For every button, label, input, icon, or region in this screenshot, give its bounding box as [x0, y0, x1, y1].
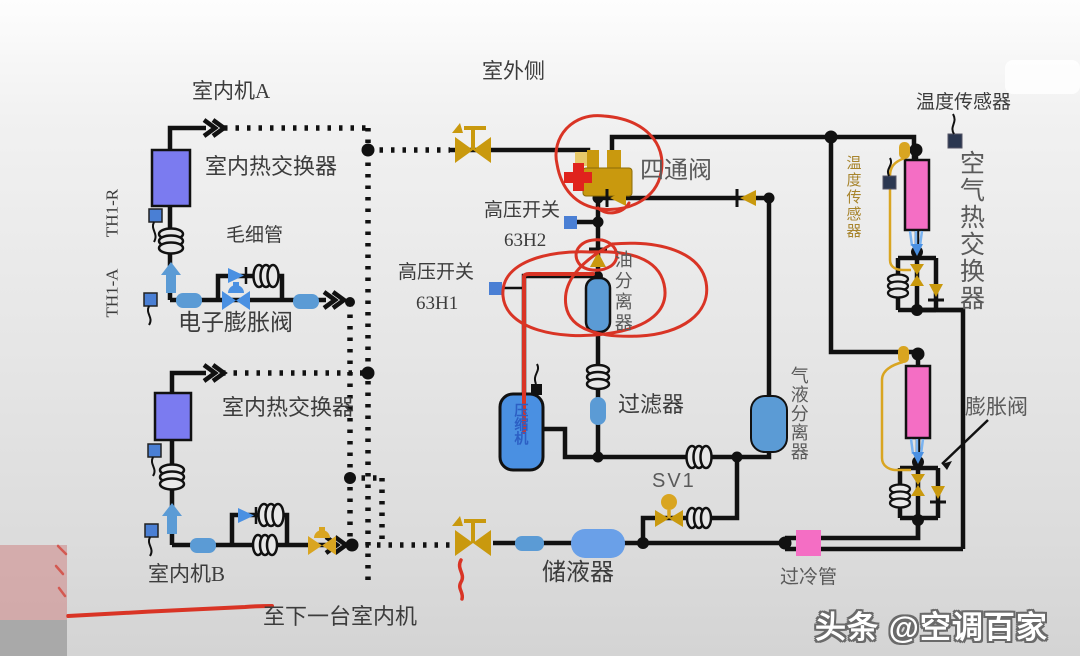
- air-heat-exchanger-2: [898, 346, 932, 464]
- label-four-way-valve: 四通阀: [640, 158, 712, 184]
- hx2-expansion-valve-icon: [911, 474, 925, 496]
- gray-corner-block: [0, 620, 67, 656]
- label-indoor-hx-a: 室内热交换器: [205, 154, 338, 179]
- check-valve-left-1-icon: [605, 189, 626, 207]
- capillary-coil-b-icon: [158, 463, 186, 491]
- air-heat-exchanger-1: [899, 142, 931, 256]
- label-indoor-hx-b: 室内热交换器: [222, 395, 355, 420]
- hp-switch-63h1-sensor-icon: [489, 282, 502, 295]
- main-coil-b-icon: [251, 533, 279, 557]
- label-oil-separator: 油分离器: [612, 250, 633, 334]
- check-valve-bypass-a-icon: [228, 267, 248, 284]
- annotation-scribble-oil-separator: [501, 238, 709, 338]
- th1-a-sensor-icon: [143, 292, 158, 326]
- sensor-b1-icon: [147, 443, 162, 477]
- label-temp-sensor-side: 温度传感器: [844, 155, 861, 240]
- sv1-solenoid-valve-icon: [655, 494, 683, 527]
- flow-up-arrow-a-icon: [161, 262, 181, 293]
- filter-pill: [590, 397, 606, 425]
- suction-coil-icon: [685, 444, 713, 470]
- label-hp-switch-2: 高压开关: [484, 200, 561, 221]
- four-way-valve-cross-mark: [564, 163, 592, 191]
- label-indoor-unit-a: 室内机A: [192, 79, 271, 103]
- watermark: 头条 @空调百家: [815, 610, 1048, 645]
- label-gas-liquid-separator: 气液分离器: [788, 366, 809, 461]
- label-filter: 过滤器: [618, 392, 685, 417]
- flare-pill-b: [190, 538, 216, 553]
- pointer-arrowhead: [942, 461, 952, 470]
- label-th1-r: TH1-R: [102, 188, 122, 238]
- label-outdoor-side: 室外侧: [482, 59, 545, 83]
- label-capillary: 毛细管: [226, 225, 284, 246]
- annotations: [54, 114, 709, 618]
- label-air-heat-exchanger: 空气热交换器: [956, 150, 984, 312]
- pink-corner-overlay: [0, 545, 67, 620]
- hx2-coil-icon: [888, 483, 912, 509]
- th1-r-sensor-icon: [148, 208, 163, 243]
- label-sv1: SV1: [652, 470, 696, 492]
- hx1-expansion-valve-icon: [910, 264, 924, 286]
- label-compressor: 压缩机: [512, 403, 528, 445]
- four-way-valve-icon: [575, 150, 633, 197]
- check-valve-bypass-b-icon: [238, 507, 258, 524]
- label-th1-a: TH1-A: [102, 268, 122, 318]
- pipes: [167, 125, 989, 552]
- hx1-sensor-wire: [888, 156, 911, 272]
- liquid-line-pill: [515, 536, 544, 551]
- compressor-vessel: [498, 363, 545, 472]
- annotation-trace-discharge: [522, 272, 595, 434]
- subcooler-block: [796, 530, 821, 556]
- annotation-underline-bottom: [66, 604, 274, 618]
- flow-up-arrow-b-icon: [162, 503, 182, 534]
- hp-switch-63h2-sensor-icon: [564, 216, 577, 229]
- junction-dots: [344, 130, 925, 552]
- sensor-b2-icon: [144, 523, 159, 557]
- flow-arrow-icons: [202, 118, 350, 555]
- interconnect-dotted-pipes: [222, 125, 452, 585]
- service-valve-liquid-icon: [452, 516, 491, 556]
- hx1-check-valve-down-icon: [928, 284, 944, 302]
- label-receiver: 储液器: [542, 560, 614, 586]
- indoor-heat-exchanger-a: [150, 148, 192, 208]
- top-temp-sensor-icon: [947, 113, 963, 149]
- white-patch: [1005, 60, 1080, 94]
- gas-liquid-separator-vessel: [750, 395, 788, 453]
- label-hp-switch-1: 高压开关: [398, 262, 475, 283]
- service-valve-gas-icon: [452, 123, 491, 163]
- bypass-coil-b-icon: [257, 502, 285, 528]
- bypass-coil-a-icon: [252, 263, 280, 289]
- receiver-vessel: [571, 529, 625, 558]
- oil-return-coil-icon: [585, 363, 611, 391]
- label-to-next-indoor: 至下一台室内机: [263, 604, 418, 629]
- oil-separator-vessel: [584, 276, 612, 334]
- hx2-check-valve-down-icon: [930, 486, 946, 504]
- annotation-squiggle-valve: [457, 558, 465, 601]
- label-hp-switch-2-id: 63H2: [504, 230, 547, 251]
- hx1-temp-sensor-icon: [882, 157, 897, 190]
- label-subcooler: 过冷管: [780, 567, 838, 588]
- electronic-expansion-valve-a-icon: [222, 282, 250, 310]
- flare-pills-a: [176, 293, 319, 309]
- check-valve-left-2-icon: [735, 189, 756, 207]
- electronic-expansion-valve-b-icon: [308, 527, 336, 555]
- label-expansion-valve: 膨胀阀: [965, 395, 1028, 419]
- hx2-sensor-wire: [880, 360, 911, 472]
- sv1-coil-icon: [685, 506, 713, 530]
- capillary-coil-a-icon: [157, 227, 185, 255]
- label-indoor-unit-b: 室内机B: [148, 562, 226, 586]
- label-temp-sensor-top: 温度传感器: [916, 92, 1012, 113]
- indoor-heat-exchanger-b: [153, 391, 193, 442]
- label-eev: 电子膨胀阀: [178, 310, 293, 335]
- annotation-circle-four-way: [554, 114, 664, 215]
- hx1-coil-icon: [886, 273, 910, 299]
- label-hp-switch-1-id: 63H1: [416, 293, 459, 314]
